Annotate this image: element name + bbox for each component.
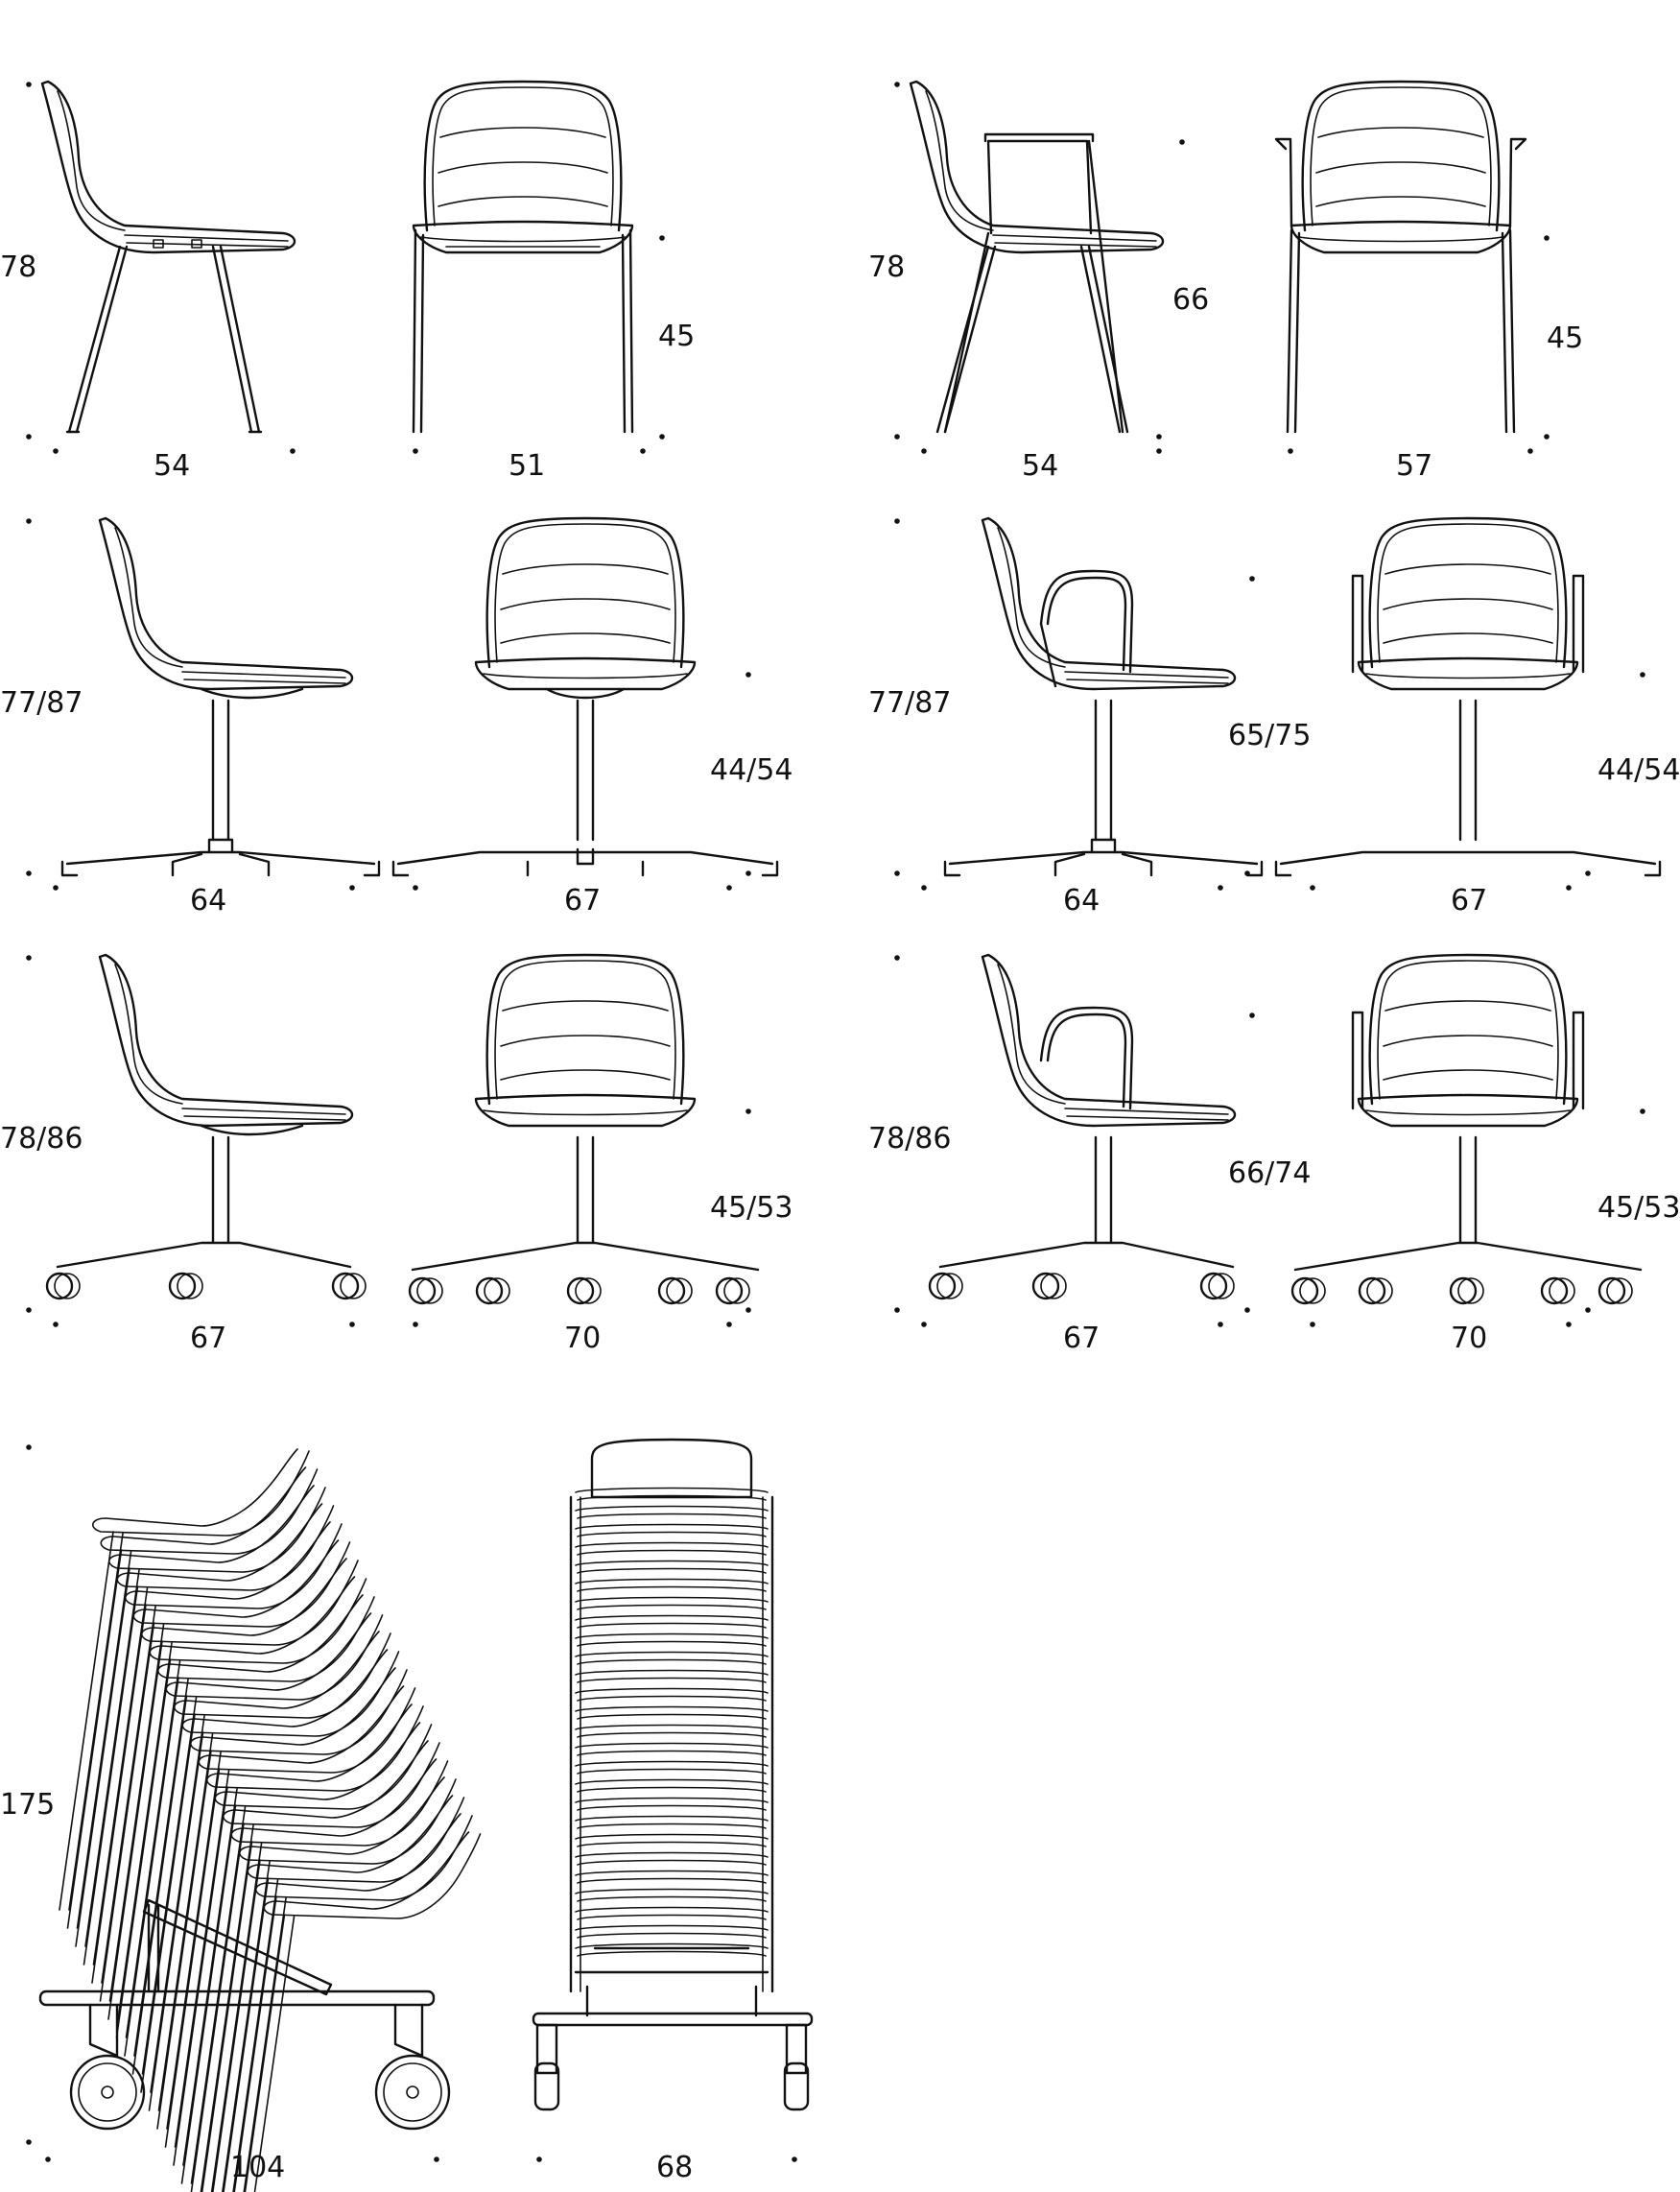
row1-right-front-width-label: 57 — [1396, 449, 1432, 483]
swivel-armchair-front-view — [1274, 516, 1662, 877]
swivel-armchair-side-view — [943, 516, 1264, 877]
row3-right-seat-height-label: 45/53 — [1597, 1191, 1680, 1225]
row3-right-front-width-label: 70 — [1451, 1322, 1487, 1355]
row2-right-arm-height-label: 65/75 — [1228, 719, 1311, 752]
stack-front-width-label: 68 — [656, 2151, 693, 2184]
office-chair-side-view — [45, 953, 367, 1300]
row2-left-seat-height-label: 44/54 — [710, 753, 793, 787]
row2-left-front-width-label: 67 — [564, 884, 601, 917]
row2-right-height-label: 77/87 — [868, 686, 951, 720]
row1-right-seat-height-label: 45 — [1547, 322, 1583, 355]
side-chair-side-view — [40, 80, 296, 434]
armchair-side-view — [909, 80, 1165, 434]
row1-right-height-label: 78 — [868, 250, 905, 284]
swivel-chair-side-view — [60, 516, 381, 877]
armchair-front-view — [1274, 80, 1527, 434]
office-armchair-front-view — [1290, 953, 1643, 1305]
row1-right-arm-height-label: 66 — [1172, 283, 1209, 317]
dimension-marker-dots — [26, 82, 1645, 2162]
office-armchair-side-view — [928, 953, 1237, 1300]
row3-left-height-label: 78/86 — [0, 1122, 83, 1156]
side-chair-front-view — [412, 80, 634, 434]
row2-left-height-label: 77/87 — [0, 686, 83, 720]
stacked-chairs-front-view — [532, 1438, 814, 2111]
row3-right-side-width-label: 67 — [1063, 1322, 1100, 1355]
row1-left-side-width-label: 54 — [154, 449, 190, 483]
row3-left-front-width-label: 70 — [564, 1322, 601, 1355]
row1-left-height-label: 78 — [0, 250, 36, 284]
stacked-chairs-side-view — [38, 1448, 482, 2192]
row2-right-seat-height-label: 44/54 — [1597, 753, 1680, 787]
row3-right-height-label: 78/86 — [868, 1122, 951, 1156]
row3-left-seat-height-label: 45/53 — [710, 1191, 793, 1225]
row3-left-side-width-label: 67 — [190, 1322, 226, 1355]
stack-height-label: 175 — [0, 1788, 55, 1822]
office-chair-front-view — [408, 953, 760, 1305]
row3-right-arm-height-label: 66/74 — [1228, 1156, 1311, 1190]
row2-left-side-width-label: 64 — [190, 884, 226, 917]
row1-left-front-width-label: 51 — [509, 449, 545, 483]
stack-side-width-label: 104 — [230, 2151, 285, 2184]
row2-right-side-width-label: 64 — [1063, 884, 1100, 917]
row1-left-seat-height-label: 45 — [658, 320, 695, 353]
row2-right-front-width-label: 67 — [1451, 884, 1487, 917]
swivel-chair-front-view — [391, 516, 779, 877]
row1-right-side-width-label: 54 — [1022, 449, 1058, 483]
